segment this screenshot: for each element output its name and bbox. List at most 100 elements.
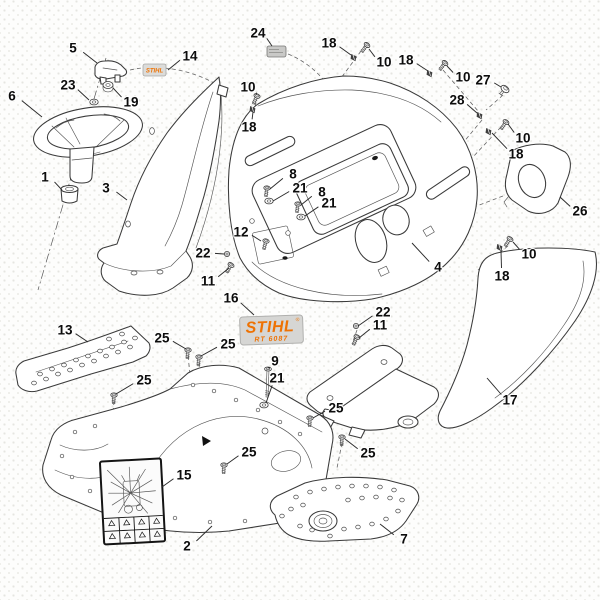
alignment-dot xyxy=(282,256,288,260)
washer-icon xyxy=(264,197,274,205)
leader-line-24 xyxy=(266,38,273,47)
leader-line-27 xyxy=(493,82,502,88)
callout-25-34: 25 xyxy=(220,337,236,352)
callout-9-35: 9 xyxy=(271,354,279,369)
small-label-text: STIHL xyxy=(146,69,164,75)
callout-10-6: 10 xyxy=(455,70,470,85)
leader-line-18 xyxy=(339,46,352,56)
callout-19-11: 19 xyxy=(123,95,138,110)
screw-icon xyxy=(436,58,450,73)
leader-line-21 xyxy=(272,191,290,202)
callout-leader-lines xyxy=(21,38,571,542)
leader-line-16 xyxy=(240,302,255,316)
part-26-glovebox-cover xyxy=(503,143,571,214)
direction-arrow xyxy=(202,436,211,446)
leader-line-18 xyxy=(491,132,508,150)
callout-4-24: 4 xyxy=(434,260,442,275)
callout-12-23: 12 xyxy=(233,225,248,240)
callout-18-26: 18 xyxy=(494,269,510,284)
leader-line-26 xyxy=(559,196,571,207)
leader-line-6 xyxy=(21,100,43,118)
screw-icon xyxy=(502,235,515,249)
callout-21-19: 21 xyxy=(292,181,308,196)
alignment-dot xyxy=(372,155,378,161)
callout-18-13: 18 xyxy=(241,120,257,135)
callout-25-33: 25 xyxy=(154,331,170,346)
callout-18-15: 18 xyxy=(508,147,524,162)
leader-line-18 xyxy=(500,250,502,269)
callout-25-39: 25 xyxy=(328,401,344,416)
leader-line-25 xyxy=(312,410,326,419)
leader-line-10 xyxy=(512,241,520,250)
washer-icon xyxy=(259,401,269,409)
leader-line-17 xyxy=(486,377,502,395)
callout-25-41: 25 xyxy=(241,445,257,460)
leader-line-21 xyxy=(265,385,273,404)
leader-line-21 xyxy=(304,206,319,217)
callout-14-2: 14 xyxy=(182,49,198,64)
leader-line-11 xyxy=(217,267,230,278)
clip-nut-icon xyxy=(350,53,357,62)
leader-line-9 xyxy=(267,367,271,369)
callout-25-40: 25 xyxy=(360,446,376,461)
leader-line-10 xyxy=(507,123,515,133)
callout-16-29: 16 xyxy=(223,291,239,306)
callout-22-27: 22 xyxy=(195,246,210,261)
callout-21-36: 21 xyxy=(269,371,285,386)
leader-line-8 xyxy=(300,195,313,206)
washer-icon xyxy=(296,213,306,221)
callout-10-14: 10 xyxy=(515,131,530,146)
part-15-warning-label xyxy=(98,457,167,546)
part-12-access-panel xyxy=(252,225,294,265)
bearing-boss xyxy=(308,510,338,532)
grommet-icon xyxy=(223,250,231,258)
grommet-icon xyxy=(352,322,360,330)
callout-27-7: 27 xyxy=(475,73,490,88)
clip-nut-icon xyxy=(496,243,503,252)
callout-17-38: 17 xyxy=(502,393,517,408)
leader-line-2 xyxy=(196,525,213,542)
leader-line-22 xyxy=(357,315,373,327)
leader-line-18 xyxy=(251,111,254,120)
model-text: RT 6087 xyxy=(254,335,288,343)
leader-line-13 xyxy=(75,333,89,343)
callout-1-16: 1 xyxy=(41,170,49,185)
leader-line-10 xyxy=(255,92,257,96)
leader-line-8 xyxy=(269,178,284,190)
stihl-logo-text: STIHL xyxy=(245,318,294,337)
callout-3-17: 3 xyxy=(102,181,110,196)
clip-nut-icon xyxy=(485,127,492,136)
leader-line-10 xyxy=(368,48,376,58)
leader-line-4 xyxy=(411,242,430,262)
registered-mark: ® xyxy=(296,316,300,323)
part-6-steering-wheel xyxy=(33,106,143,184)
leader-line-1 xyxy=(54,181,63,191)
callout-10-12: 10 xyxy=(240,80,255,95)
part-14-stihl-label: STIHL xyxy=(142,63,167,77)
callout-22-30: 22 xyxy=(375,305,390,320)
warning-pictograms xyxy=(108,517,162,540)
part-24-nameplate xyxy=(266,45,287,58)
leader-line-10 xyxy=(446,65,454,73)
steering-hub xyxy=(69,146,95,184)
callout-18-3: 18 xyxy=(321,36,337,51)
callout-26-22: 26 xyxy=(572,204,588,219)
part-13-left-footplate xyxy=(15,325,151,393)
callout-6-10: 6 xyxy=(8,89,16,104)
leader-line-25 xyxy=(172,340,187,350)
leader-line-25 xyxy=(344,438,358,450)
callout-23-9: 23 xyxy=(60,78,76,93)
callout-8-20: 8 xyxy=(318,185,326,200)
leader-line-11 xyxy=(358,328,371,339)
leader-line-3 xyxy=(116,191,128,201)
leader-line-22 xyxy=(214,252,225,255)
leader-line-25 xyxy=(200,346,218,357)
callout-2-43: 2 xyxy=(183,539,191,554)
callout-10-4: 10 xyxy=(376,55,391,70)
screw-icon xyxy=(350,333,362,347)
leader-line-25 xyxy=(115,383,134,395)
leader-line-19 xyxy=(112,87,122,98)
callout-25-37: 25 xyxy=(136,373,152,388)
